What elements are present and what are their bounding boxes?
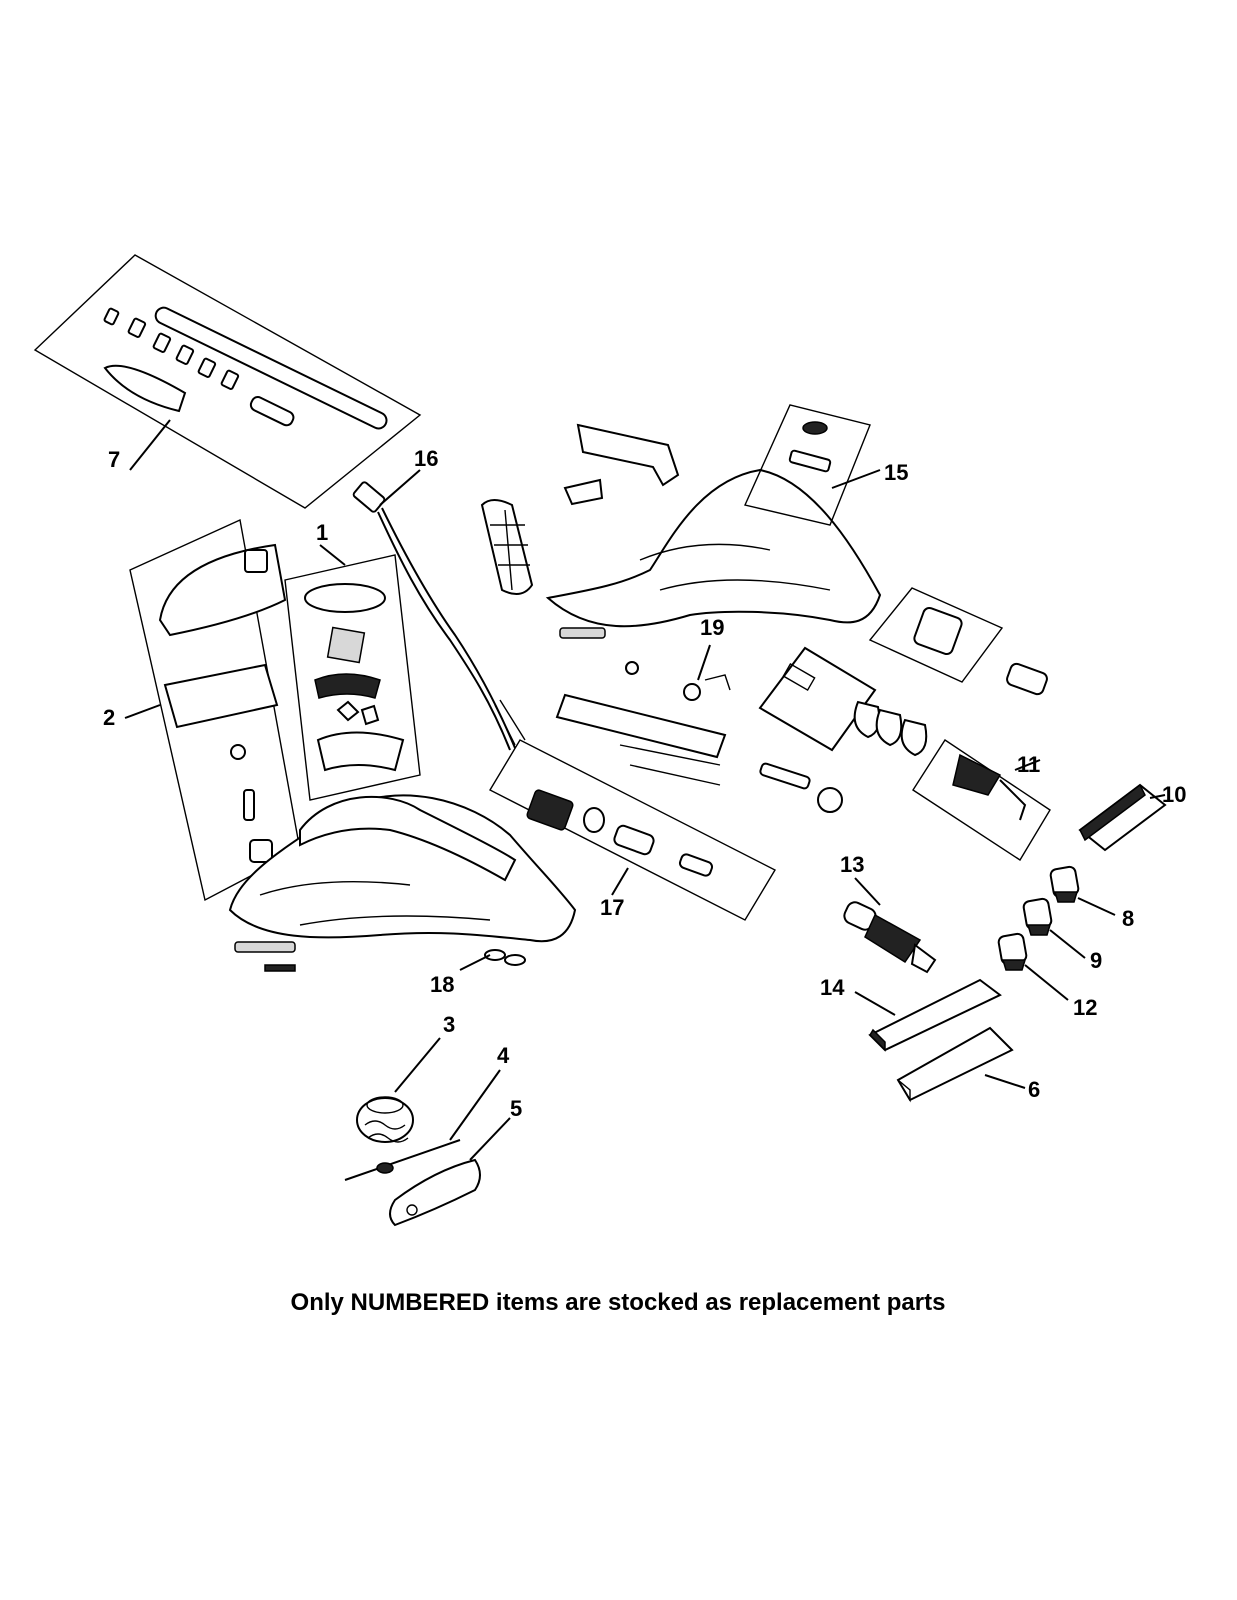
label-14: 14 <box>820 975 845 1000</box>
label-2: 2 <box>103 705 115 730</box>
mounting-plate <box>758 646 877 752</box>
part-10-rect-brush <box>1078 783 1167 852</box>
part-1-filter-assembly <box>284 544 421 801</box>
part-19-bracket <box>683 644 731 701</box>
filter-grille <box>480 499 534 595</box>
main-body-housing <box>228 794 577 972</box>
part-number-labels: 1 2 3 4 5 6 7 8 9 10 11 12 13 14 15 16 1… <box>103 446 1186 1121</box>
label-4: 4 <box>497 1043 510 1068</box>
part-17-motor-pump-panel <box>489 739 776 921</box>
boiler-cap-panel <box>868 587 1048 696</box>
part-3-gasket <box>356 1037 441 1143</box>
part-5-scraper <box>389 1117 511 1227</box>
label-19: 19 <box>700 615 724 640</box>
part-14-triangle-tool <box>854 978 1002 1052</box>
part-13-jet-nozzle <box>843 877 937 974</box>
label-10: 10 <box>1162 782 1186 807</box>
part-8-detail-brush <box>1049 865 1116 916</box>
label-6: 6 <box>1028 1077 1040 1102</box>
label-7: 7 <box>108 447 120 472</box>
label-18: 18 <box>430 972 454 997</box>
label-9: 9 <box>1090 948 1102 973</box>
part-15-switch-panel <box>744 404 881 526</box>
part-2-dirt-cup-assembly <box>124 518 301 902</box>
part-9-detail-brush <box>1022 897 1086 959</box>
label-17: 17 <box>600 895 624 920</box>
label-12: 12 <box>1073 995 1097 1020</box>
label-5: 5 <box>510 1096 522 1121</box>
part-16-power-cord <box>352 469 526 751</box>
part-7-wand-kit <box>33 254 422 509</box>
label-15: 15 <box>884 460 908 485</box>
part-6-cleaning-pad <box>896 1026 1026 1103</box>
part-11-nozzle-panel <box>912 739 1051 861</box>
label-1: 1 <box>316 520 328 545</box>
pump-rail-assembly <box>555 661 843 813</box>
label-8: 8 <box>1122 906 1134 931</box>
hose-clamps <box>853 700 928 757</box>
upper-body-shell <box>545 423 882 639</box>
label-11: 11 <box>1017 752 1040 777</box>
replacement-parts-note: Only NUMBERED items are stocked as repla… <box>291 1289 946 1316</box>
label-13: 13 <box>840 852 864 877</box>
part-12-detail-brush <box>997 932 1069 1001</box>
label-3: 3 <box>443 1012 455 1037</box>
part-4-cleaning-pin <box>344 1069 501 1181</box>
label-16: 16 <box>414 446 438 471</box>
